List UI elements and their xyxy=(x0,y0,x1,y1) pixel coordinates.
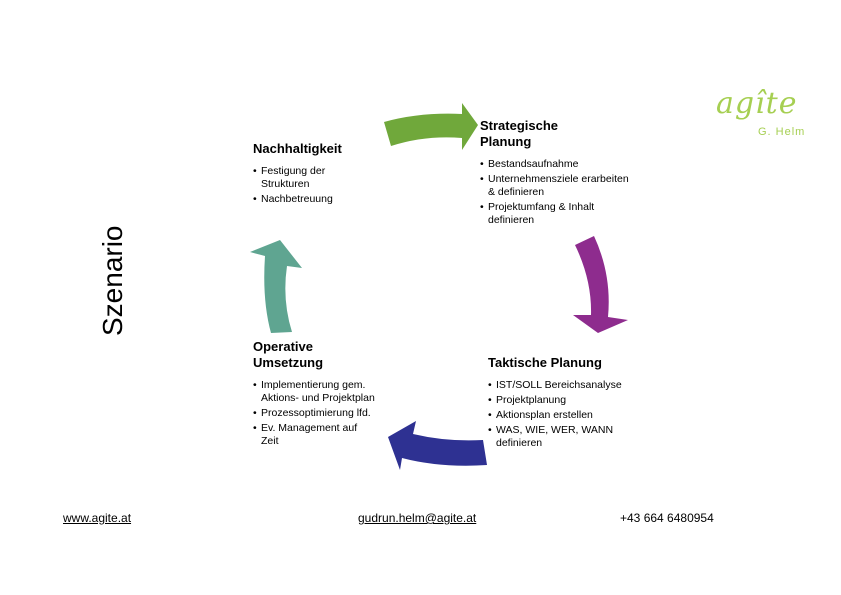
stage-title: Nachhaltigkeit xyxy=(253,141,342,156)
list-item: Projektumfang & Inhalt definieren xyxy=(480,201,630,227)
phone-number: +43 664 6480954 xyxy=(620,511,714,525)
stage-taktische-planung: Taktische Planung IST/SOLL Bereichsanaly… xyxy=(488,355,648,452)
arrow-green xyxy=(384,103,478,150)
list-item: WAS, WIE, WER, WANN definieren xyxy=(488,424,626,450)
logo-sub: G. Helm xyxy=(758,126,806,138)
list-item: Unternehmensziele erarbeiten & definiere… xyxy=(480,173,630,199)
email-link[interactable]: gudrun.helm@agite.at xyxy=(358,511,477,525)
logo: agîte G. Helm xyxy=(716,86,804,138)
list-item: Bestandsaufnahme xyxy=(480,158,630,171)
list-item: Ev. Management auf Zeit xyxy=(253,422,373,448)
arrow-purple xyxy=(573,236,628,333)
slide-title: Szenario xyxy=(97,225,128,336)
list-item: Festigung der Strukturen xyxy=(253,165,353,191)
stage-title: Strategische Planung xyxy=(480,118,559,149)
arrow-blue xyxy=(388,421,487,470)
list-item: Projektplanung xyxy=(488,394,648,407)
list-item: Nachbetreuung xyxy=(253,193,353,206)
list-item: Aktionsplan erstellen xyxy=(488,409,648,422)
stage-title: Taktische Planung xyxy=(488,355,602,370)
website-link[interactable]: www.agite.at xyxy=(63,511,132,525)
stage-operative-umsetzung: Operative Umsetzung Implementierung gem.… xyxy=(253,339,393,450)
stage-strategische-planung: Strategische Planung BestandsaufnahmeUnt… xyxy=(480,118,630,229)
list-item: IST/SOLL Bereichsanalyse xyxy=(488,379,648,392)
logo-main: agîte xyxy=(716,86,798,121)
stage-nachhaltigkeit: Nachhaltigkeit Festigung der StrukturenN… xyxy=(253,141,353,208)
list-item: Prozessoptimierung lfd. xyxy=(253,407,393,420)
stage-title: Operative Umsetzung xyxy=(253,339,324,370)
arrow-teal xyxy=(250,240,302,333)
list-item: Implementierung gem. Aktions- und Projek… xyxy=(253,379,379,405)
